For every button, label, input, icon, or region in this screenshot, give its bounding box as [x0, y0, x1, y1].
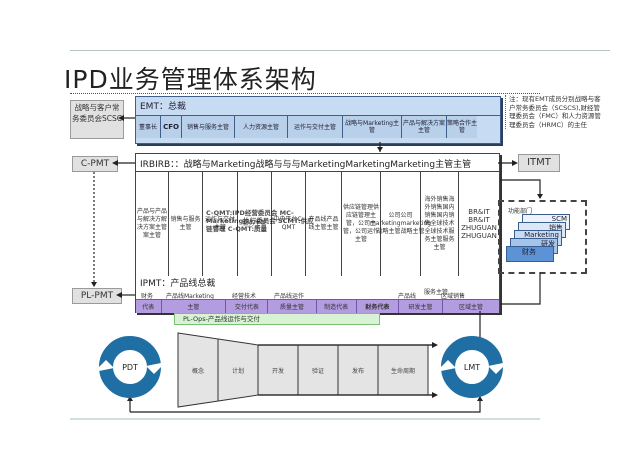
ipmt-member: 制造代表: [317, 300, 357, 313]
emt-member: 策略合作主管: [447, 116, 477, 138]
emt-member: 董事长: [136, 116, 161, 138]
ipmt-label: 产品线运作: [274, 293, 305, 300]
ipmt-member: 财务代表: [357, 300, 399, 313]
irb-column: 销售与服务主管: [169, 172, 203, 276]
ipmt-member: 研发主管: [399, 300, 444, 313]
cpmt-box: C-PMT: [72, 156, 118, 172]
phase-label: 开发: [272, 367, 284, 375]
irb-column: 产品与产品与解决方解决方案主管案主管: [136, 172, 169, 276]
ipmt-title: IPMT：产品线总裁: [140, 279, 216, 289]
ipmt-upper-labels: 财务 产品线Marketing 经营技术 产品线运作 服务主管 产品线 区域销售: [136, 289, 499, 300]
top-divider: [70, 50, 610, 51]
lmt-label: LMT: [464, 363, 480, 372]
ipmt-member: 交付代表: [226, 300, 269, 313]
itmt-box: ITMT: [518, 154, 560, 172]
irb-box: IRBIRB：：战略与Marketing战略与与与MarketingMarket…: [135, 153, 500, 313]
ipmt-member: 区域主管: [459, 304, 484, 311]
emt-member: 战略与Marketing主管: [343, 116, 402, 138]
phase-label: 验证: [312, 367, 324, 375]
ipmt-member-bar: 代表 主管 交付代表 质量主管 制造代表 财务代表 研发主管 区域主管: [136, 299, 499, 313]
irb-column: 产品线产品线主管主管: [306, 172, 342, 276]
emt-members: 董事长 CFO 销售与服务主管 人力资源主管 运作与交付主管 战略与Market…: [136, 115, 500, 138]
ipmt-label: 服务主管: [424, 289, 449, 296]
irb-column: 供应链管理供应链管理主管，公司主管，公司运作主管: [342, 172, 381, 276]
ipmt-label: 财务: [141, 293, 154, 300]
irb-column: BR&IT BR&IT ZHUGUAN ZHUGUAN: [461, 208, 497, 240]
emt-member: 运作与交付主管: [288, 116, 343, 138]
emt-member: 销售与服务主管: [182, 116, 235, 138]
plpmt-box: PL-PMT: [72, 288, 122, 304]
ipmt-member: 质量主管: [268, 300, 317, 313]
ipmt-label: 经营技术: [232, 293, 257, 300]
ipd-phase-funnel: [177, 332, 432, 408]
pdt-cycle-icon: [94, 336, 166, 398]
phase-label: 生命周期: [391, 367, 415, 375]
irb-title: IRBIRB：：战略与Marketing战略与与与MarketingMarket…: [140, 160, 472, 170]
irb-column: 中央平台C-QMT: [272, 172, 306, 276]
irb-column: 服务主管: [238, 172, 272, 276]
phase-label: 计划: [232, 367, 244, 375]
emt-member: CFO: [161, 116, 182, 138]
irb-to-functions-arrow: [500, 179, 541, 198]
page-title: IPD业务管理体系架构: [64, 65, 317, 94]
ipmt-member: 主管: [162, 300, 227, 313]
emt-box: EMT：总裁 董事长 CFO 销售与服务主管 人力资源主管 运作与交付主管 战略…: [135, 96, 501, 144]
ipmt-member: 代表: [136, 300, 162, 313]
pl-ops-bar: PL-Ops-产品线运作与交付: [174, 313, 380, 325]
functional-departments-label: 功能部门: [508, 208, 533, 215]
lmt-cycle-icon: [436, 336, 508, 398]
bottom-divider: [70, 418, 540, 420]
ipmt-label: 区域销售: [441, 293, 466, 300]
emt-note: 注：现有EMT成员分别战略与客户常务委员会（SCSCS),财经管理委员会（FMC…: [505, 95, 604, 129]
department-card: 财务: [506, 246, 554, 262]
phase-label: 发布: [352, 367, 364, 375]
irb-column: 运作与交付主管: [203, 172, 238, 276]
functional-departments: 功能部门 SCM 销售 Marketing 研发 财务: [498, 200, 587, 274]
emt-member: 人力资源主管: [235, 116, 288, 138]
ipmt-label: 产品线: [398, 293, 417, 300]
emt-title: EMT：总裁: [140, 102, 186, 112]
functions-to-ipmt-arrow: [500, 272, 541, 305]
irb-overlay-text: C-QMT:IPD经营委员会 MC-Marketing执行委员会 SCMT:供应…: [206, 209, 314, 233]
irb-columns: 产品与产品与解决方解决方案主管案主管 销售与服务主管 运作与交付主管 服务主管 …: [136, 171, 499, 276]
irb-column: 海外销售海外销售国内销售国内销售全球技术全球技术服务主管服务主管: [421, 172, 459, 276]
emt-member: 产品与解决方案主管: [402, 116, 447, 138]
bottom-feedback-line: [130, 398, 481, 413]
scsc-box: 战略与客户常务委员会SCSC: [70, 100, 124, 139]
pdt-label: PDT: [122, 363, 138, 372]
dotted-divider: [70, 93, 540, 94]
ipmt-label: 产品线Marketing: [166, 293, 214, 300]
phase-label: 概念: [192, 367, 204, 375]
irb-column: 公司公司marketingmarketing战略主管战略主管: [370, 172, 431, 276]
